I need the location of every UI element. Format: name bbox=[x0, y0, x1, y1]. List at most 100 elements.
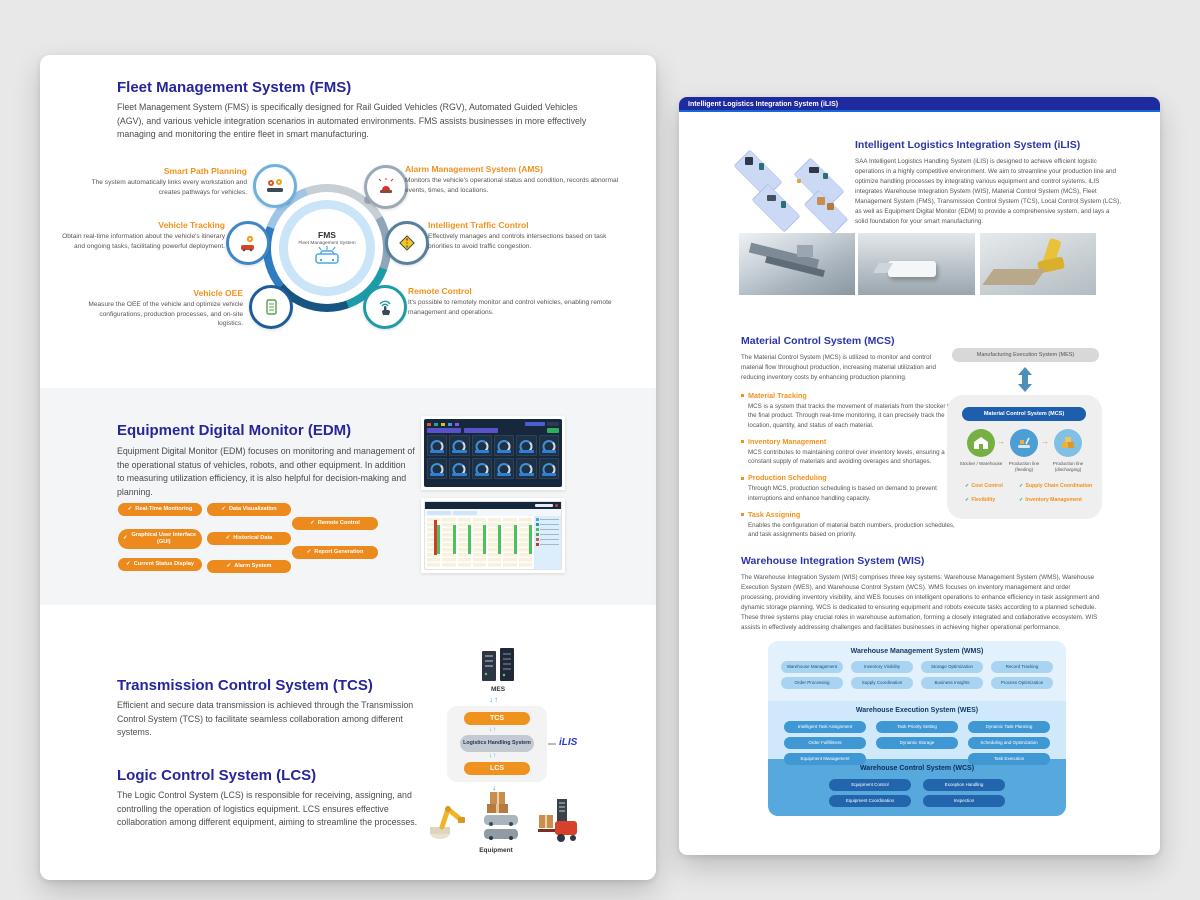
edm-title: Equipment Digital Monitor (EDM) bbox=[117, 422, 352, 439]
wcs-title: Warehouse Control System (WCS) bbox=[859, 765, 975, 772]
lcs-title: Logic Control System (LCS) bbox=[117, 767, 317, 784]
wes-pill: Scheduling and Optimization bbox=[968, 737, 1050, 749]
fms-intro-text: Fleet Management System (FMS) is specifi… bbox=[117, 102, 587, 140]
mes-server-icon bbox=[482, 648, 514, 681]
traffic-light-icon bbox=[399, 235, 415, 251]
mcs-pill: Material Control System (MCS) bbox=[962, 407, 1086, 421]
path-planning-icon bbox=[267, 179, 283, 192]
wms-pill: Record Tracking bbox=[991, 661, 1053, 673]
wms-pill: Inventory Visibility bbox=[851, 661, 913, 673]
wes-pill: Task Execution bbox=[968, 753, 1050, 765]
tcs-title: Transmission Control System (TCS) bbox=[117, 677, 373, 694]
wes-pill-grid: Intelligent Task Assignment Task Priorit… bbox=[784, 721, 1050, 765]
wis-diagram-panel: Warehouse Management System (WMS) Wareho… bbox=[768, 641, 1066, 816]
tcs-text: Efficient and secure data transmission i… bbox=[117, 700, 414, 738]
vehicle-tracking-icon bbox=[241, 235, 254, 252]
wms-title: Warehouse Management System (WMS) bbox=[850, 648, 984, 655]
ilis-illustration bbox=[727, 133, 855, 235]
double-arrow-icon bbox=[1018, 367, 1032, 392]
edm-badge: ✓Remote Control bbox=[292, 517, 378, 530]
feature-remote-control: Remote Control It's possible to remotely… bbox=[408, 286, 612, 316]
photo-robot-arm bbox=[980, 233, 1096, 295]
step-arrow: → bbox=[1041, 437, 1049, 446]
wes-pill: Intelligent Task Assignment bbox=[784, 721, 866, 733]
forklift-icon bbox=[538, 799, 577, 842]
wms-pill: Storage Optimization bbox=[921, 661, 983, 673]
wcs-zone bbox=[768, 759, 1066, 816]
edm-badge: ✓Real-Time Monitoring bbox=[118, 503, 202, 516]
edm-badge: ✓Alarm System bbox=[207, 560, 291, 573]
wis-intro-text: The Warehouse Integration System (WIS) c… bbox=[741, 574, 1100, 632]
wms-pill: Supply Coordination bbox=[851, 677, 913, 689]
logistics-handling-pill: Logistics Handling System bbox=[460, 735, 534, 752]
edm-badge: ✓Report Generation bbox=[292, 546, 378, 559]
wms-pill: Warehouse Management bbox=[781, 661, 843, 673]
feature-vehicle-oee: Vehicle OEE Measure the OEE of the vehic… bbox=[88, 288, 243, 328]
fms-node-ams bbox=[364, 165, 408, 209]
mcs-diagram-panel: Material Control System (MCS) → → Stocke… bbox=[947, 395, 1102, 519]
wes-pill: Order Fulfillment bbox=[784, 737, 866, 749]
fms-center: FMS Fleet Management System bbox=[279, 200, 375, 296]
feature-vehicle-tracking: Vehicle Tracking Obtain real-time inform… bbox=[62, 220, 225, 250]
oee-report-icon bbox=[266, 299, 277, 315]
production-discharging-icon bbox=[1054, 429, 1082, 457]
photo-agv bbox=[858, 233, 975, 295]
lcs-text: The Logic Control System (LCS) is respon… bbox=[117, 790, 418, 828]
wcs-pill: Equipment Control bbox=[829, 779, 911, 791]
mcs-bullet: Material Tracking MCS is a system that t… bbox=[741, 391, 955, 430]
ilis-title: Intelligent Logistics Integration System… bbox=[855, 139, 1081, 151]
agv-with-boxes-icon bbox=[484, 792, 518, 840]
mcs-intro-text: The Material Control System (MCS) is uti… bbox=[741, 354, 936, 382]
edm-dashboard-screenshot-light bbox=[421, 498, 565, 573]
left-page: Fleet Management System (FMS) Fleet Mana… bbox=[40, 55, 656, 880]
ilis-side-label: iLIS bbox=[559, 737, 578, 748]
wcs-pill: Equipment Coordination bbox=[829, 795, 911, 807]
fms-node-vehicle-oee bbox=[249, 285, 293, 329]
fms-center-name: Fleet Management System bbox=[298, 241, 356, 246]
edm-badge: ✓Data Visualization bbox=[207, 503, 291, 516]
edm-badge: ✓Current Status Display bbox=[118, 558, 202, 571]
wcs-pill-grid: Equipment Control Exception Handling Equ… bbox=[829, 779, 1005, 807]
page-header-bar: Intelligent Logistics Integration System… bbox=[679, 97, 1160, 112]
edm-badge: ✓Historical Data bbox=[207, 532, 291, 545]
mcs-title: Material Control System (MCS) bbox=[741, 335, 895, 347]
car-icon bbox=[315, 246, 339, 264]
mcs-bullet: Production Scheduling Through MCS, produ… bbox=[741, 473, 955, 503]
stocker-warehouse-icon bbox=[967, 429, 995, 457]
wms-pill-grid: Warehouse Management Inventory Visibilit… bbox=[781, 661, 1053, 689]
wes-pill: Task Priority Setting bbox=[876, 721, 958, 733]
equipment-label: Equipment bbox=[479, 847, 513, 854]
fms-title: Fleet Management System (FMS) bbox=[117, 79, 352, 96]
mcs-bullet: Task Assigning Enables the configuration… bbox=[741, 510, 955, 540]
wes-pill: Dynamic Storage bbox=[876, 737, 958, 749]
wcs-pill: Exception Handling bbox=[923, 779, 1005, 791]
edm-dashboard-screenshot-dark bbox=[421, 416, 565, 490]
mcs-bullet-list: Material Tracking MCS is a system that t… bbox=[741, 391, 955, 547]
ilis-intro-text: SAA Intelligent Logistics Handling Syste… bbox=[855, 158, 1121, 226]
arrow-pair: ↓↑ bbox=[489, 695, 499, 704]
fms-diagram: FMS Fleet Management System bbox=[60, 160, 636, 400]
edm-intro-text: Equipment Digital Monitor (EDM) focuses … bbox=[117, 446, 415, 497]
feature-smart-path: Smart Path Planning The system automatic… bbox=[91, 166, 247, 196]
production-feeding-icon bbox=[1010, 429, 1038, 457]
wms-pill: Process Optimization bbox=[991, 677, 1053, 689]
wes-pill: Equipment Management bbox=[784, 753, 866, 765]
wes-title: Warehouse Execution System (WES) bbox=[855, 707, 979, 714]
alarm-icon bbox=[378, 178, 394, 193]
wms-pill: Business Insights bbox=[921, 677, 983, 689]
fms-node-remote-control bbox=[363, 285, 407, 329]
tcs-pill: TCS bbox=[464, 712, 530, 725]
step-arrow: → bbox=[997, 437, 1005, 446]
edm-badge: ✓Graphical User Interface (GUI) bbox=[118, 529, 202, 549]
right-page: Intelligent Logistics Integration System… bbox=[679, 97, 1160, 855]
fms-node-smart-path bbox=[253, 164, 297, 208]
feature-ams: Alarm Management System (AMS) Monitors t… bbox=[405, 164, 619, 194]
robot-arm-icon bbox=[430, 806, 465, 839]
wms-pill: Order Processing bbox=[781, 677, 843, 689]
mes-pill: Manufacturing Execution System (MES) bbox=[952, 348, 1099, 362]
fms-node-traffic-control bbox=[385, 221, 429, 265]
mcs-bullet: Inventory Management MCS contributes to … bbox=[741, 437, 955, 467]
fms-node-vehicle-tracking bbox=[226, 221, 270, 265]
lcs-pill: LCS bbox=[464, 762, 530, 775]
mes-label: MES bbox=[490, 686, 506, 693]
